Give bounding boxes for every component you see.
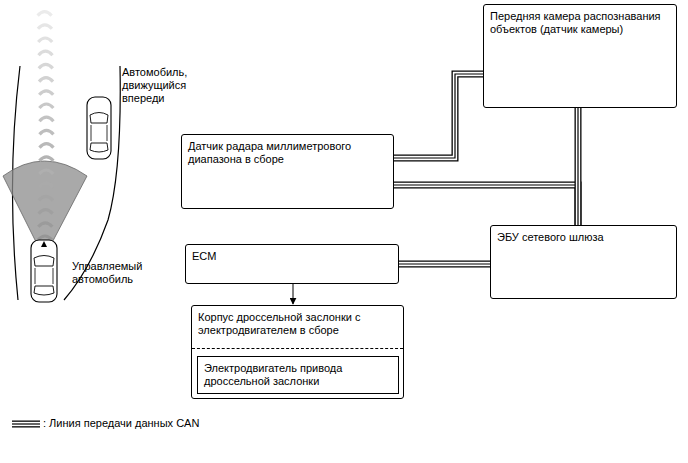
radar-wave [39,78,53,82]
arrow-line [293,284,294,304]
can-line-stroke [399,262,490,266]
radar-wave [39,104,53,108]
throttle-body-box: Корпус дроссельной заслонки с электродви… [191,305,404,399]
can-line [399,264,490,265]
vehicle-label: Автомобиль, движущийся впереди [122,66,202,105]
radar-wave [38,223,52,227]
car-ahead [87,97,111,159]
radar-wave [39,170,53,174]
dashed-separator [192,348,403,349]
can-line-stroke [576,108,580,225]
radar-wave [39,210,53,214]
can-line [578,108,579,225]
box-text: Датчик радара миллиметрового диапазона в… [182,135,393,166]
motor-box: Электродвигатель привода дроссельной зас… [197,356,399,394]
radar-wave [39,183,53,187]
can-line-stroke [399,263,490,264]
can-line-stroke [394,185,578,225]
can-line-stroke [394,74,483,158]
radar-waves [38,12,54,240]
can-line [394,185,578,225]
can-line-sample [12,424,40,425]
ecm-box: ECM [185,244,399,284]
can-line [394,74,483,158]
camera-box: Передняя камера распознавания объектов (… [483,4,677,108]
box-text: ECM [186,245,398,263]
radar-fan [3,161,87,258]
ego-car [31,240,57,302]
box-text: Корпус дроссельной заслонки с электродви… [192,306,403,337]
box-text: Электродвигатель привода дроссельной зас… [198,357,398,388]
radar-wave [38,12,52,16]
can-line-stroke [394,74,483,158]
box-text: ЭБУ сетевого шлюза [491,226,676,244]
control-arrow [293,284,294,304]
radar-wave [39,157,53,161]
can-line-stroke [575,108,582,225]
radar-wave [39,91,53,95]
can-line-stroke [394,185,578,225]
radar-wave [39,64,53,68]
radar-wave [38,38,52,42]
can-line-stroke [394,185,578,225]
radar-box: Датчик радара миллиметрового диапазона в… [181,134,394,209]
can-line-stroke [399,261,490,268]
radar-wave [39,51,53,55]
gateway-box: ЭБУ сетевого шлюза [490,225,677,299]
can-line-stroke [577,108,578,225]
box-text: Передняя камера распознавания объектов (… [484,5,676,36]
radar-wave [39,130,53,134]
vehicle-label: Управляемый автомобиль [72,260,162,286]
radar-wave [39,196,53,200]
radar-wave [38,25,52,29]
radar-wave [39,144,53,148]
can-line-stroke [394,74,483,158]
radar-wave [39,117,53,121]
legend-text: : Линия передачи данных CAN [43,417,199,430]
radar-wave [38,236,52,240]
